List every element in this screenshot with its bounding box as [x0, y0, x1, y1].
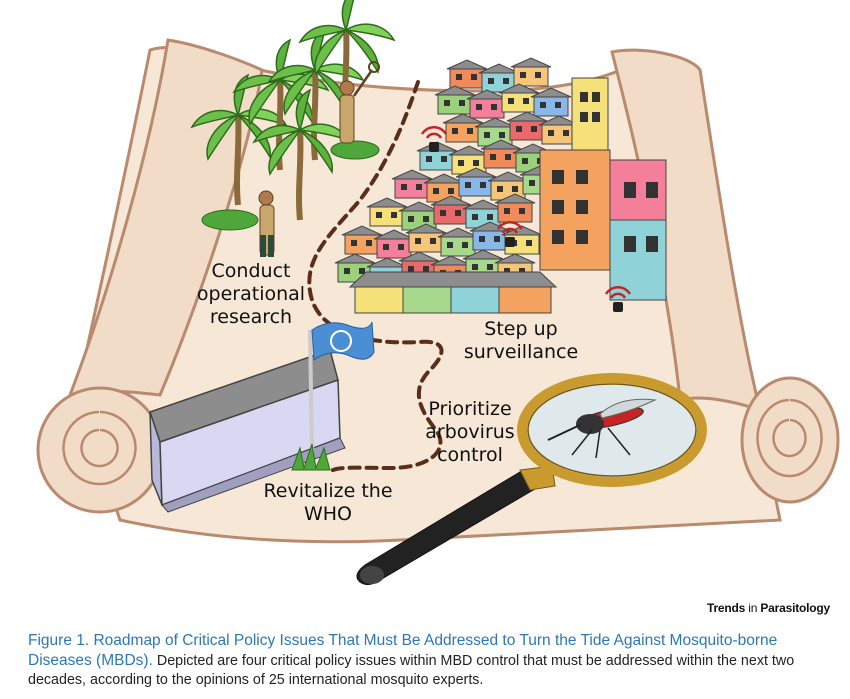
roadmap-illustration — [36, 0, 840, 586]
label-step-up-surveillance: Step up surveillance — [463, 318, 579, 363]
worker-icon — [339, 61, 380, 144]
roadmap-path — [307, 80, 444, 474]
magnifying-glass-icon — [356, 373, 707, 586]
neighbourhood — [334, 57, 667, 314]
figure-caption: Figure 1. Roadmap of Critical Policy Iss… — [28, 631, 828, 690]
journal-in: in — [748, 601, 758, 615]
label-prioritize-arbovirus: Prioritize arbovirus control — [425, 398, 515, 466]
palm-grove — [192, 0, 394, 231]
label-revitalize-who: Revitalize the WHO — [263, 480, 393, 525]
worker-icon — [258, 190, 275, 257]
house-icon — [348, 271, 558, 314]
caption-title: Figure 1. Roadmap of Critical Policy Iss… — [28, 632, 778, 669]
grass-icon — [291, 443, 331, 471]
label-conduct-research: Conduct operational research — [196, 260, 306, 328]
mosquito-icon — [547, 398, 657, 459]
building-block — [539, 77, 667, 301]
journal-title: Parasitology — [760, 601, 830, 615]
journal-name: Trends in Parasitology — [707, 601, 830, 615]
who-flag-icon — [308, 321, 375, 453]
caption-body: Depicted are four critical policy issues… — [28, 653, 795, 688]
journal-trends: Trends — [706, 601, 746, 615]
